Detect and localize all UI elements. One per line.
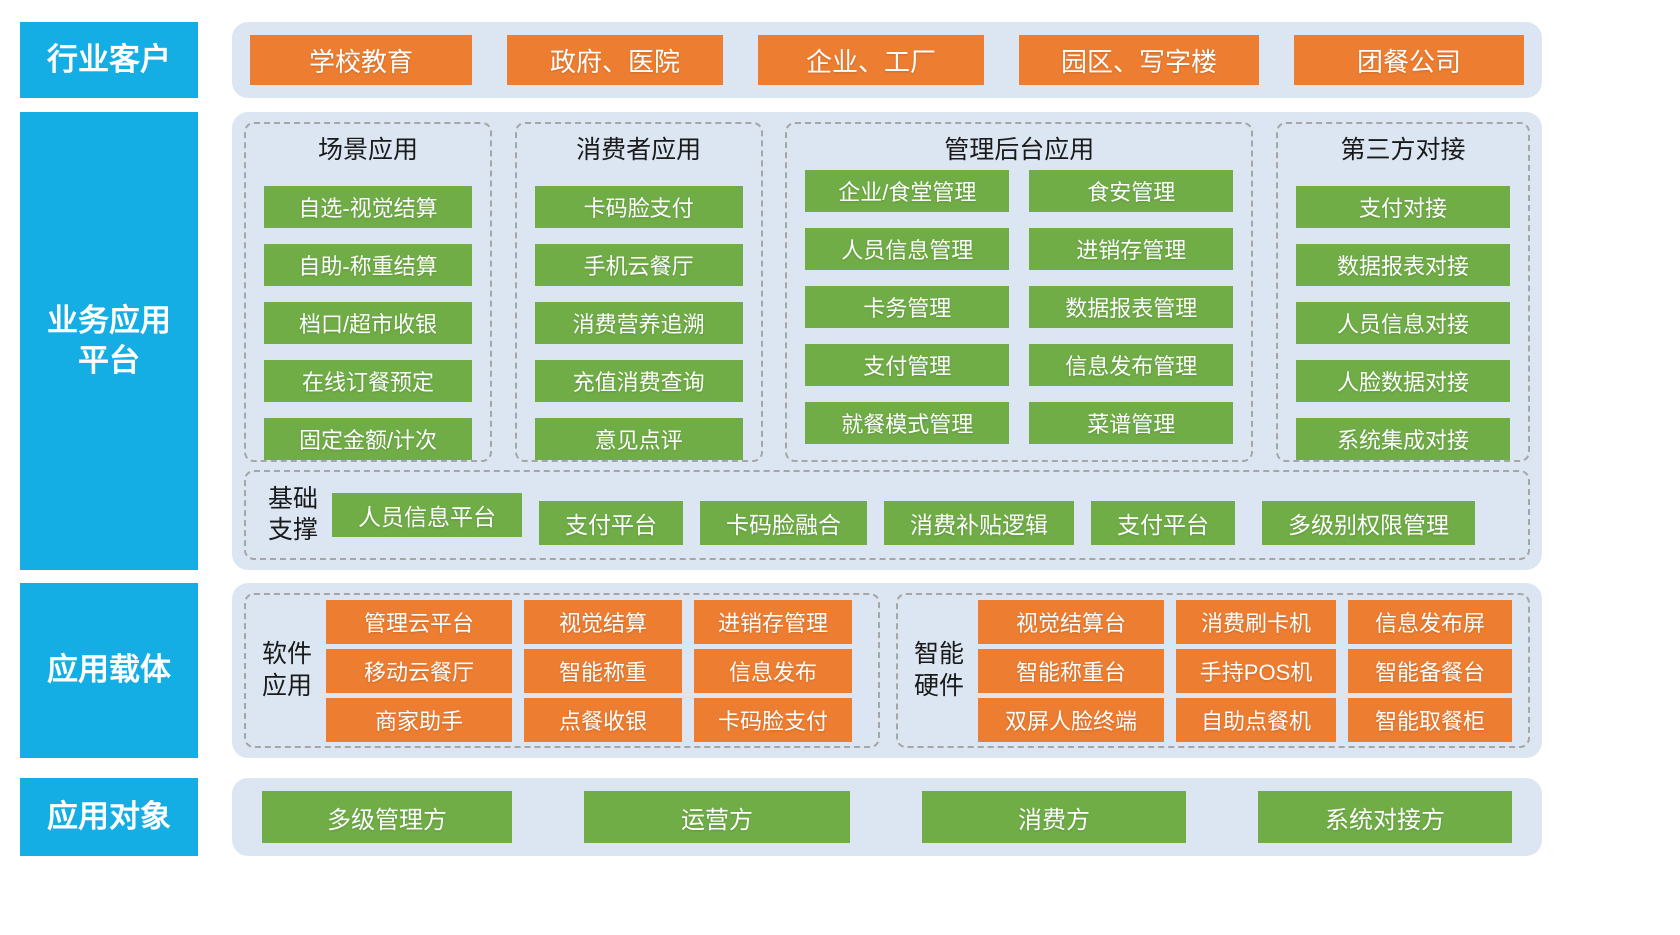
hardware-item: 消费刷卡机 — [1176, 599, 1337, 644]
platform-groups: 场景应用 自选-视觉结算 自助-称重结算 档口/超市收银 在线订餐预定 固定金额… — [244, 122, 1530, 462]
audience-item: 系统对接方 — [1258, 791, 1512, 843]
carrier-panel: 软件 应用 管理云平台 视觉结算 进销存管理 移动云餐厅 智能称重 信息发布 商… — [232, 583, 1542, 758]
hardware-item: 手持POS机 — [1176, 648, 1337, 693]
admin-apps-col1: 企业/食堂管理 人员信息管理 卡务管理 支付管理 就餐模式管理 — [805, 170, 1010, 444]
industry-item: 学校教育 — [250, 35, 472, 85]
foundation-item: 支付平台 — [1091, 501, 1236, 545]
scene-app-item: 档口/超市收银 — [264, 302, 472, 344]
group-consumer-apps: 消费者应用 卡码脸支付 手机云餐厅 消费营养追溯 充值消费查询 意见点评 — [514, 122, 763, 462]
hardware-item: 智能取餐柜 — [1348, 697, 1513, 742]
foundation-item: 人员信息平台 — [332, 493, 523, 537]
foundation-item: 卡码脸融合 — [700, 501, 868, 545]
software-item: 卡码脸支付 — [694, 697, 853, 742]
foundation-item: 消费补贴逻辑 — [884, 501, 1075, 545]
software-item: 进销存管理 — [694, 599, 853, 644]
audience-panel: 多级管理方 运营方 消费方 系统对接方 — [232, 778, 1542, 856]
admin-app-item: 人员信息管理 — [805, 228, 1010, 270]
audience-section-label: 应用对象 — [20, 778, 198, 856]
consumer-app-item: 卡码脸支付 — [534, 186, 743, 228]
group-title: 管理后台应用 — [944, 136, 1095, 164]
audience-item: 运营方 — [584, 791, 850, 843]
scene-app-item: 固定金额/计次 — [264, 418, 472, 460]
group-hardware: 智能 硬件 视觉结算台 消费刷卡机 信息发布屏 智能称重台 手持POS机 智能备… — [896, 593, 1530, 748]
software-item: 点餐收银 — [524, 697, 683, 742]
software-item: 智能称重 — [524, 648, 683, 693]
audience-item: 多级管理方 — [262, 791, 512, 843]
scene-app-item: 自选-视觉结算 — [264, 186, 472, 228]
group-title: 消费者应用 — [576, 136, 702, 164]
admin-app-item: 支付管理 — [805, 344, 1010, 386]
industry-item: 政府、医院 — [507, 35, 723, 85]
platform-panel: 场景应用 自选-视觉结算 自助-称重结算 档口/超市收银 在线订餐预定 固定金额… — [232, 112, 1542, 570]
industry-item: 团餐公司 — [1294, 35, 1524, 85]
software-item: 视觉结算 — [524, 599, 683, 644]
hardware-label: 智能 硬件 — [914, 640, 965, 700]
third-party-item: 系统集成对接 — [1295, 418, 1510, 460]
group-scene-apps: 场景应用 自选-视觉结算 自助-称重结算 档口/超市收银 在线订餐预定 固定金额… — [244, 122, 492, 462]
consumer-app-item: 手机云餐厅 — [534, 244, 743, 286]
hardware-item: 智能备餐台 — [1348, 648, 1513, 693]
admin-app-item: 数据报表管理 — [1029, 286, 1234, 328]
group-admin-apps: 管理后台应用 企业/食堂管理 人员信息管理 卡务管理 支付管理 就餐模式管理 食… — [785, 122, 1254, 462]
third-party-item: 数据报表对接 — [1295, 244, 1510, 286]
industry-panel: 学校教育 政府、医院 企业、工厂 园区、写字楼 团餐公司 — [232, 22, 1542, 98]
industry-item: 园区、写字楼 — [1019, 35, 1259, 85]
software-item: 信息发布 — [694, 648, 853, 693]
group-foundation: 基础 支撑 人员信息平台 支付平台 卡码脸融合 消费补贴逻辑 支付平台 多级别权… — [244, 470, 1530, 560]
admin-app-item: 信息发布管理 — [1029, 344, 1234, 386]
industry-item: 企业、工厂 — [758, 35, 984, 85]
hardware-item: 视觉结算台 — [978, 599, 1165, 644]
admin-app-item: 卡务管理 — [805, 286, 1010, 328]
hardware-item: 自助点餐机 — [1176, 697, 1337, 742]
foundation-label: 基础 支撑 — [268, 484, 319, 544]
software-item: 管理云平台 — [326, 599, 513, 644]
consumer-app-item: 意见点评 — [534, 418, 743, 460]
carrier-section-label: 应用载体 — [20, 583, 198, 758]
group-title: 第三方对接 — [1340, 136, 1466, 164]
third-party-item: 支付对接 — [1295, 186, 1510, 228]
hardware-item: 智能称重台 — [978, 648, 1165, 693]
software-item: 商家助手 — [326, 697, 513, 742]
consumer-app-item: 充值消费查询 — [534, 360, 743, 402]
group-third-party: 第三方对接 支付对接 数据报表对接 人员信息对接 人脸数据对接 系统集成对接 — [1275, 122, 1530, 462]
third-party-item: 人员信息对接 — [1295, 302, 1510, 344]
hardware-item: 双屏人脸终端 — [978, 697, 1165, 742]
group-software: 软件 应用 管理云平台 视觉结算 进销存管理 移动云餐厅 智能称重 信息发布 商… — [244, 593, 880, 748]
foundation-item: 支付平台 — [539, 501, 684, 545]
foundation-item: 多级别权限管理 — [1262, 501, 1476, 545]
consumer-app-item: 消费营养追溯 — [534, 302, 743, 344]
scene-app-item: 自助-称重结算 — [264, 244, 472, 286]
group-title: 场景应用 — [317, 136, 418, 164]
admin-app-item: 进销存管理 — [1029, 228, 1234, 270]
software-item: 移动云餐厅 — [326, 648, 513, 693]
scene-app-item: 在线订餐预定 — [264, 360, 472, 402]
admin-app-item: 食安管理 — [1029, 170, 1234, 212]
admin-app-item: 菜谱管理 — [1029, 402, 1234, 444]
admin-app-item: 企业/食堂管理 — [805, 170, 1010, 212]
third-party-item: 人脸数据对接 — [1295, 360, 1510, 402]
software-label: 软件 应用 — [262, 640, 313, 700]
admin-app-item: 就餐模式管理 — [805, 402, 1010, 444]
admin-apps-col2: 食安管理 进销存管理 数据报表管理 信息发布管理 菜谱管理 — [1029, 170, 1234, 444]
industry-section-label: 行业客户 — [20, 22, 198, 98]
audience-item: 消费方 — [922, 791, 1186, 843]
hardware-item: 信息发布屏 — [1348, 599, 1513, 644]
platform-section-label: 业务应用 平台 — [20, 112, 198, 570]
